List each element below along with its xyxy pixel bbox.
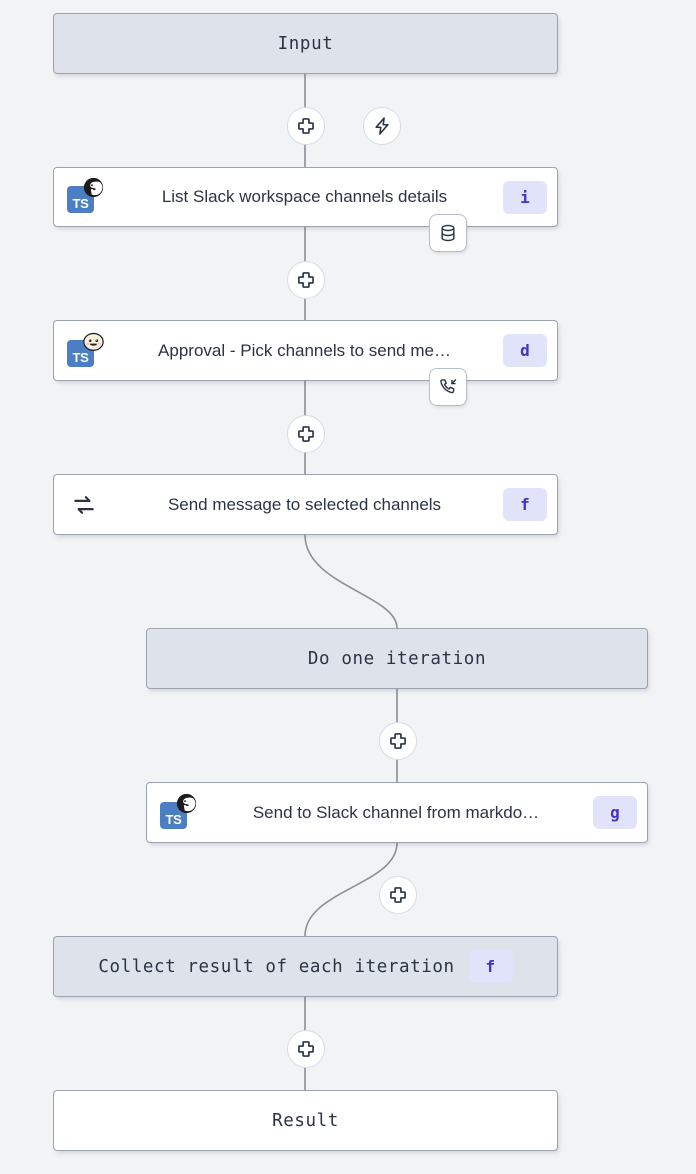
node-list-slack-workspace-channels-label: List Slack workspace channels details [161, 187, 448, 206]
database-icon [441, 224, 455, 242]
plus-icon [298, 1041, 314, 1057]
node-send-to-slack-channel[interactable]: TS Send to Slack channel from markdo… g [146, 782, 648, 843]
deno-icon [83, 177, 104, 198]
node-list-slack-workspace-channels-badge: i [503, 180, 547, 214]
add-step-after-list-channels-button[interactable] [287, 261, 325, 299]
database-badge[interactable] [429, 214, 467, 252]
node-collect-result-of-each-iteration-label: Collect result of each iteration [98, 956, 455, 977]
node-input-label: Input [277, 33, 334, 54]
plus-icon [390, 887, 406, 903]
loop-icon [64, 485, 104, 525]
node-collect-result-inner: Collect result of each iteration f [54, 950, 557, 983]
plus-icon [298, 272, 314, 288]
node-input[interactable]: Input [53, 13, 558, 74]
plus-icon [298, 118, 314, 134]
node-do-one-iteration[interactable]: Do one iteration [146, 628, 648, 689]
node-send-to-slack-channel-label: Send to Slack channel from markdo… [252, 802, 540, 822]
add-step-after-input-button[interactable] [287, 107, 325, 145]
node-send-message-to-selected-channels-label: Send message to selected channels [167, 494, 442, 514]
plus-icon [298, 426, 314, 442]
node-collect-result-of-each-iteration-badge: f [468, 950, 513, 983]
bun-icon [83, 332, 104, 351]
node-do-one-iteration-label: Do one iteration [307, 648, 487, 669]
node-list-slack-workspace-channels[interactable]: TS List Slack workspace channels details… [53, 167, 558, 227]
node-result[interactable]: Result [53, 1090, 558, 1151]
add-step-after-send-to-slack-button[interactable] [379, 876, 417, 914]
node-approval-label: Approval - Pick channels to send me… [158, 340, 451, 360]
node-send-message-to-selected-channels-badge: f [503, 488, 547, 521]
plus-icon [390, 733, 406, 749]
typescript-deno-icon: TS [64, 177, 104, 217]
lightning-icon [375, 117, 389, 135]
add-step-after-collect-result-button[interactable] [287, 1030, 325, 1068]
node-send-message-to-selected-channels[interactable]: Send message to selected channels f [53, 474, 558, 535]
deno-icon [176, 793, 197, 813]
node-result-label: Result [272, 1110, 339, 1131]
phone-incoming-icon [440, 379, 457, 394]
typescript-bun-icon: TS [64, 331, 104, 371]
node-approval-badge: d [503, 334, 547, 367]
node-approval[interactable]: TS Approval - Pick channels to send me… … [53, 320, 558, 381]
add-trigger-after-input-button[interactable] [363, 107, 401, 145]
add-step-after-approval-button[interactable] [287, 415, 325, 453]
node-collect-result-of-each-iteration[interactable]: Collect result of each iteration f [53, 936, 558, 997]
add-step-after-do-one-iteration-button[interactable] [379, 722, 417, 760]
typescript-deno-icon: TS [157, 793, 197, 833]
node-send-to-slack-channel-badge: g [593, 796, 637, 829]
phone-incoming-badge[interactable] [429, 368, 467, 406]
typescript-icon: TS [67, 186, 94, 213]
